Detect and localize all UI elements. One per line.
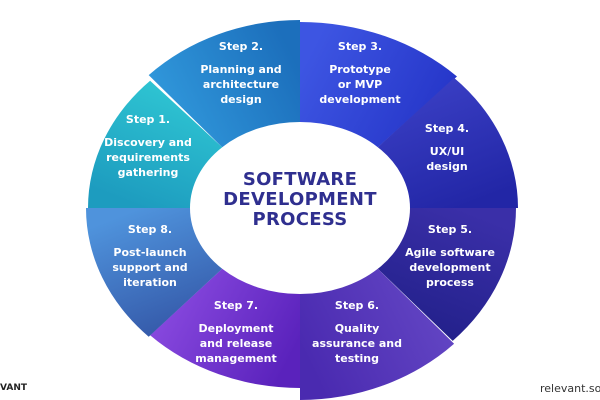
step-number: Step 6.: [334, 299, 380, 312]
title-line: SOFTWARE: [242, 169, 358, 190]
brand-logo-text: VANT: [0, 383, 27, 393]
step-description-line: development: [319, 93, 401, 106]
step-description-line: testing: [335, 352, 379, 365]
step-description-line: gathering: [117, 166, 179, 179]
step-3-label: Step 3. Prototype or MVP development: [290, 39, 430, 107]
step-number: Step 1.: [125, 113, 171, 126]
segment-step-1: [87, 80, 223, 208]
step-description-line: iteration: [123, 276, 177, 289]
title-line: PROCESS: [252, 209, 348, 230]
step-description-line: Discovery and: [104, 136, 192, 149]
segment-step-7: [150, 268, 300, 388]
website-link[interactable]: relevant.soft: [540, 382, 600, 395]
step-description-line: Prototype: [329, 63, 391, 76]
step-2-label: Step 2. Planning and architecture design: [171, 39, 311, 107]
step-description-line: process: [426, 276, 474, 289]
step-number: Step 7.: [213, 299, 259, 312]
step-description-line: assurance and: [312, 337, 402, 350]
step-description-line: or MVP: [337, 78, 383, 91]
step-description-line: Agile software: [405, 246, 495, 259]
step-description-line: and release: [199, 337, 273, 350]
segment-step-4: [377, 77, 518, 209]
step-description-line: Planning and: [200, 63, 282, 76]
step-number: Step 4.: [424, 122, 470, 135]
segment-step-2: [148, 20, 300, 148]
step-number: Step 2.: [218, 40, 264, 53]
step-description-line: design: [426, 160, 468, 173]
step-description-line: Post-launch: [113, 246, 187, 259]
segment-step-6: [300, 268, 455, 400]
step-7-label: Step 7. Deployment and release management: [166, 298, 306, 366]
segment-step-8: [86, 208, 223, 337]
center-circle: [197, 128, 403, 288]
step-description-line: architecture: [202, 78, 280, 91]
diagram-title: SOFTWARE DEVELOPMENT PROCESS: [200, 170, 400, 230]
step-description-line: requirements: [106, 151, 190, 164]
step-5-label: Step 5. Agile software development process: [380, 222, 520, 290]
step-description-line: support and: [112, 261, 188, 274]
step-4-label: Step 4. UX/UI design: [377, 121, 517, 174]
step-description-line: design: [220, 93, 262, 106]
step-description-line: management: [195, 352, 277, 365]
step-description-line: Deployment: [198, 322, 274, 335]
step-description-line: UX/UI: [429, 145, 465, 158]
step-description-line: Quality: [334, 322, 380, 335]
step-number: Step 3.: [337, 40, 383, 53]
segment-step-3: [300, 22, 457, 148]
title-line: DEVELOPMENT: [223, 189, 377, 210]
step-number: Step 5.: [427, 223, 473, 236]
step-8-label: Step 8. Post-launch support and iteration: [80, 222, 220, 290]
segment-step-5: [377, 208, 516, 341]
step-description-line: development: [409, 261, 491, 274]
step-6-label: Step 6. Quality assurance and testing: [287, 298, 427, 366]
step-1-label: Step 1. Discovery and requirements gatherin…: [78, 112, 218, 180]
step-number: Step 8.: [127, 223, 173, 236]
